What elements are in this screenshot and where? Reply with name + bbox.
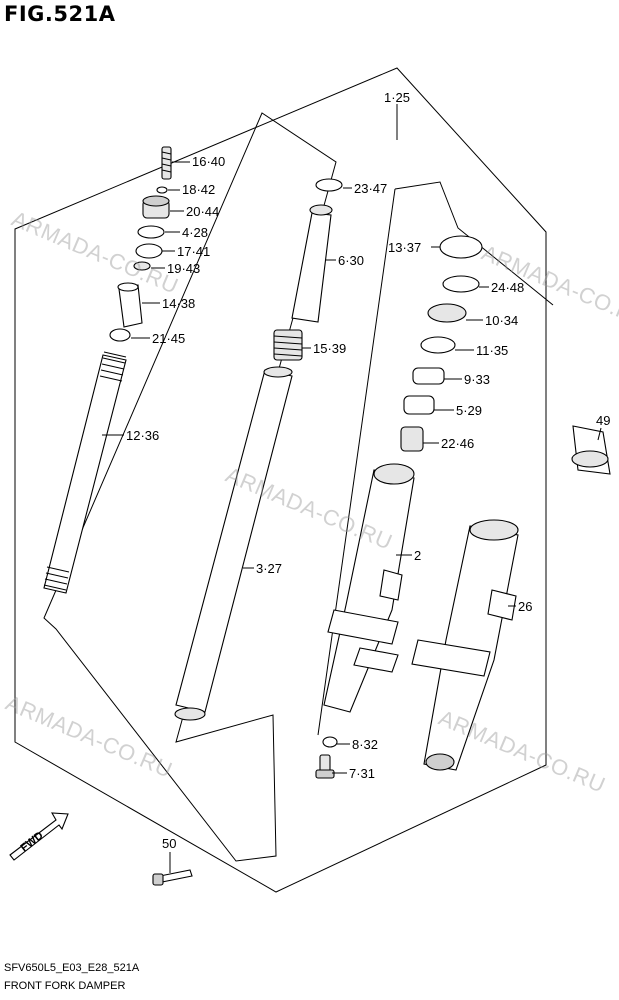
callout-21-45: 21·45 — [152, 331, 185, 346]
part-7-bolt — [315, 754, 335, 779]
part-5-bushing — [403, 395, 435, 415]
part-16-bolt — [161, 146, 172, 180]
callout-24-48: 24·48 — [491, 280, 524, 295]
part-18-oring — [156, 186, 168, 194]
callout-7-31: 7·31 — [349, 766, 375, 781]
callout-20-44: 20·44 — [186, 204, 219, 219]
part-15-spring — [273, 329, 303, 361]
part-9-bushing — [412, 367, 445, 385]
part-50-bolt — [152, 869, 193, 886]
callout-22-46: 22·46 — [441, 436, 474, 451]
callout-23-47: 23·47 — [354, 181, 387, 196]
part-23-oring — [315, 178, 343, 192]
fwd-arrow-icon: FWD — [9, 812, 69, 861]
callout-26: 26 — [518, 599, 532, 614]
part-26-outer-tube — [411, 519, 519, 771]
part-24-clip — [442, 275, 480, 293]
callout-12-36: 12·36 — [126, 428, 159, 443]
callout-2: 2 — [414, 548, 421, 563]
part-21-washer — [109, 328, 131, 342]
callout-8-32: 8·32 — [352, 737, 378, 752]
callout-9-33: 9·33 — [464, 372, 490, 387]
figure-title: FIG.521A — [4, 2, 116, 26]
callout-6-30: 6·30 — [338, 253, 364, 268]
part-2-outer-tube — [323, 463, 415, 713]
part-10-oil-seal — [427, 303, 467, 323]
part-22-piece — [400, 426, 424, 452]
group-edge-line — [317, 188, 396, 736]
callout-16-40: 16·40 — [192, 154, 225, 169]
part-14-spacer — [117, 282, 143, 328]
callout-1-25: 1·25 — [384, 90, 410, 105]
callout-13-37: 13·37 — [388, 240, 421, 255]
inner-group-outline — [43, 112, 337, 862]
part-20-cap — [142, 195, 170, 219]
callout-18-42: 18·42 — [182, 182, 215, 197]
callout-14-38: 14·38 — [162, 296, 195, 311]
callout-17-41: 17·41 — [177, 244, 210, 259]
part-19-nut — [133, 261, 151, 271]
callout-15-39: 15·39 — [313, 341, 346, 356]
callout-4-28: 4·28 — [182, 225, 208, 240]
callout-10-34: 10·34 — [485, 313, 518, 328]
callout-5-29: 5·29 — [456, 403, 482, 418]
callout-11-35: 11·35 — [476, 343, 508, 358]
callout-19-43: 19·43 — [167, 261, 200, 276]
callout-3-27: 3·27 — [256, 561, 282, 576]
part-6-damper-rod — [291, 204, 333, 323]
assembly-outline — [14, 67, 547, 893]
callout-49: 49 — [596, 413, 610, 428]
figure-caption: FRONT FORK DAMPER — [4, 980, 126, 992]
part-3-inner-tube — [174, 366, 293, 721]
callout-50: 50 — [162, 836, 176, 851]
outer-tube-group-outline — [394, 181, 554, 306]
part-17-washer — [135, 243, 163, 259]
part-49-guard — [571, 425, 611, 475]
part-11-washer — [420, 336, 456, 354]
part-8-washer — [322, 736, 338, 748]
part-4-oring — [137, 225, 165, 239]
leader-lines — [102, 104, 602, 873]
figure-code: SFV650L5_E03_E28_521A — [4, 962, 140, 974]
part-12-spring — [43, 351, 127, 594]
part-13-seal — [439, 235, 483, 259]
